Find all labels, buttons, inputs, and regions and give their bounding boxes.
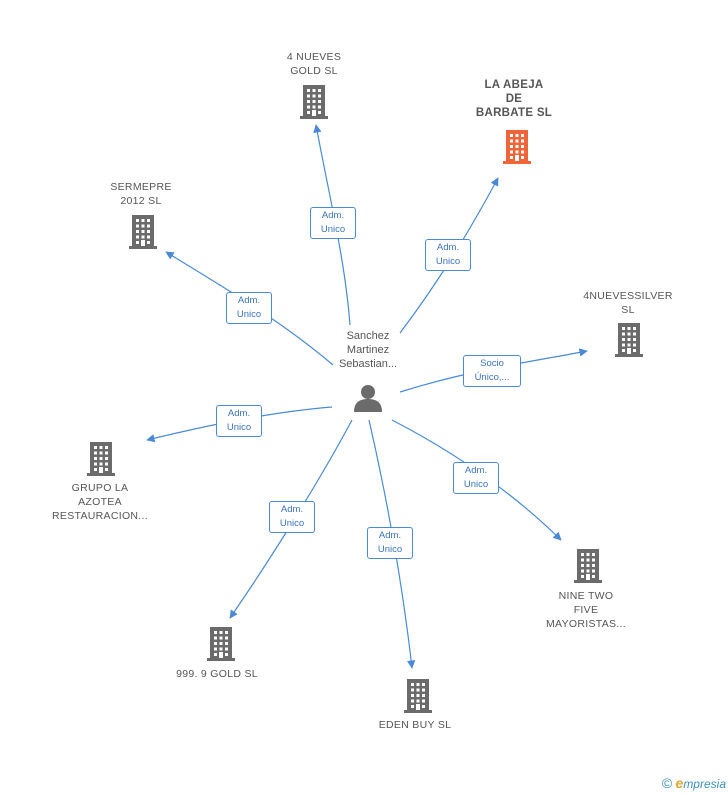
building-icon[interactable] (300, 85, 328, 119)
role-badge-4nueves-gold[interactable]: Adm. Unico (310, 207, 356, 239)
role-badge-nine-two-five[interactable]: Adm. Unico (453, 462, 499, 494)
role-badge-line: Unico (226, 422, 252, 433)
role-badge-line: Adm. (464, 465, 488, 476)
brand-initial: e (675, 775, 684, 791)
role-badge-sermepre[interactable]: Adm. Unico (226, 292, 272, 324)
company-label-4nueves-gold[interactable]: 4 NUEVES GOLD SL (239, 50, 389, 78)
role-badge-line: Adm. (280, 504, 304, 515)
company-label-line: 999. 9 GOLD SL (176, 668, 258, 680)
role-badge-line: Unico (377, 544, 403, 555)
role-badge-la-abeja[interactable]: Adm. Unico (425, 239, 471, 271)
role-badge-line: Adm. (378, 530, 402, 541)
company-label-eden-buy[interactable]: EDEN BUY SL (340, 718, 490, 732)
company-label-line: SL (621, 304, 635, 316)
company-label-999-9-gold[interactable]: 999. 9 GOLD SL (142, 667, 292, 681)
company-label-line: DE (505, 93, 523, 105)
building-icon[interactable] (129, 215, 157, 249)
company-label-line: RESTAURACION... (52, 510, 148, 522)
company-label-line: LA ABEJA (484, 79, 544, 91)
role-badge-line: Adm. (321, 210, 345, 221)
company-label-grupo-la-azotea[interactable]: GRUPO LA AZOTEA RESTAURACION... (25, 481, 175, 523)
role-badge-line: Unico (320, 224, 346, 235)
company-label-line: 4 NUEVES (286, 51, 342, 63)
company-label-line: GRUPO LA (71, 482, 129, 494)
role-badge-line: Adm. (227, 408, 251, 419)
role-badge-grupo-la-azotea[interactable]: Adm. Unico (216, 405, 262, 437)
company-label-line: GOLD SL (290, 65, 338, 77)
role-badge-line: Unico (463, 479, 489, 490)
role-badge-line: Adm. (436, 242, 460, 253)
role-badge-999-9-gold[interactable]: Adm. Unico (269, 501, 315, 533)
role-badge-line: Socio (480, 358, 504, 369)
building-icon[interactable] (207, 627, 235, 661)
role-badge-line: Unico (236, 309, 262, 320)
role-badge-line: Único,... (474, 372, 510, 383)
brand-name: mpresia (683, 777, 726, 791)
center-person-label: Sanchez Martinez Sebastian... (338, 330, 398, 370)
building-icon[interactable] (574, 549, 602, 583)
company-label-line: 2012 SL (120, 195, 162, 207)
role-badge-line: Unico (435, 256, 461, 267)
company-label-line: SERMEPRE (110, 181, 172, 193)
building-icon[interactable] (615, 323, 643, 357)
role-badge-eden-buy[interactable]: Adm. Unico (367, 527, 413, 559)
copyright-symbol: © (661, 775, 673, 791)
person-icon[interactable] (354, 385, 382, 412)
company-label-line: AZOTEA (78, 496, 122, 508)
role-badge-line: Adm. (237, 295, 261, 306)
building-icon[interactable] (503, 130, 531, 164)
company-label-line: NINE TWO (558, 590, 614, 602)
footer-brand: © empresia (662, 775, 726, 791)
company-label-4nuevessilver[interactable]: 4NUEVESSILVER SL (553, 289, 703, 317)
building-icon[interactable] (87, 442, 115, 476)
building-icon[interactable] (404, 679, 432, 713)
role-badge-line: Unico (279, 518, 305, 529)
company-label-line: FIVE (573, 604, 599, 616)
company-label-line: BARBATE SL (475, 107, 553, 119)
company-label-nine-two-five[interactable]: NINE TWO FIVE MAYORISTAS... (511, 589, 661, 631)
company-label-la-abeja[interactable]: LA ABEJA DE BARBATE SL (439, 78, 589, 120)
company-label-line: 4NUEVESSILVER (583, 290, 673, 302)
company-label-line: EDEN BUY SL (378, 719, 452, 731)
company-label-sermepre[interactable]: SERMEPRE 2012 SL (66, 180, 216, 208)
company-label-line: MAYORISTAS... (546, 618, 626, 630)
